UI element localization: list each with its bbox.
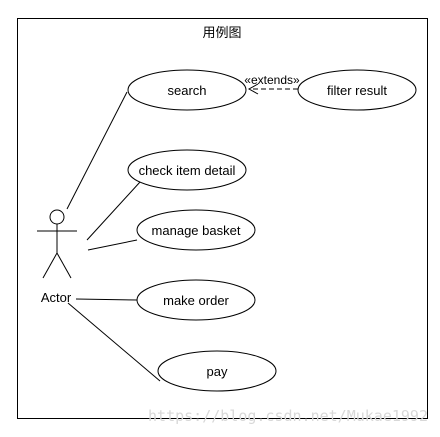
association-make-order xyxy=(75,298,138,301)
use-case-check-item-detail-ellipse xyxy=(127,149,247,191)
actor-right-leg xyxy=(56,252,72,279)
use-case-filter-result: filter result xyxy=(297,69,417,111)
association-pay xyxy=(67,302,161,382)
use-case-search: search xyxy=(127,69,247,111)
use-case-manage-basket-ellipse xyxy=(136,209,256,251)
use-case-check-item-detail: check item detail xyxy=(127,149,247,191)
watermark-text: https://blog.csdn.net/Mukae1992 xyxy=(148,407,428,425)
use-case-search-ellipse xyxy=(127,69,247,111)
actor-left-leg xyxy=(42,252,58,279)
use-case-make-order: make order xyxy=(136,279,256,321)
use-case-search-label: search xyxy=(167,83,206,98)
use-case-filter-result-label: filter result xyxy=(327,83,387,98)
actor-figure xyxy=(37,209,77,279)
use-case-make-order-ellipse xyxy=(136,279,256,321)
use-case-manage-basket: manage basket xyxy=(136,209,256,251)
diagram-title: 用例图 xyxy=(202,25,241,40)
association-check-item-detail xyxy=(86,181,141,241)
associations xyxy=(66,91,161,382)
association-manage-basket xyxy=(87,239,138,251)
extends-label: «extends» xyxy=(244,73,300,87)
use-case-filter-result-ellipse xyxy=(297,69,417,111)
use-case-make-order-label: make order xyxy=(163,293,229,308)
actor-head xyxy=(49,209,65,225)
use-case-pay: pay xyxy=(157,350,277,392)
actor-label: Actor xyxy=(41,290,72,305)
extends-arrow-head xyxy=(247,83,259,95)
use-case-pay-ellipse xyxy=(157,350,277,392)
association-search xyxy=(66,91,128,210)
use-case-manage-basket-label: manage basket xyxy=(152,223,241,238)
use-case-pay-label: pay xyxy=(207,364,228,379)
use-case-check-item-detail-label: check item detail xyxy=(139,163,236,178)
